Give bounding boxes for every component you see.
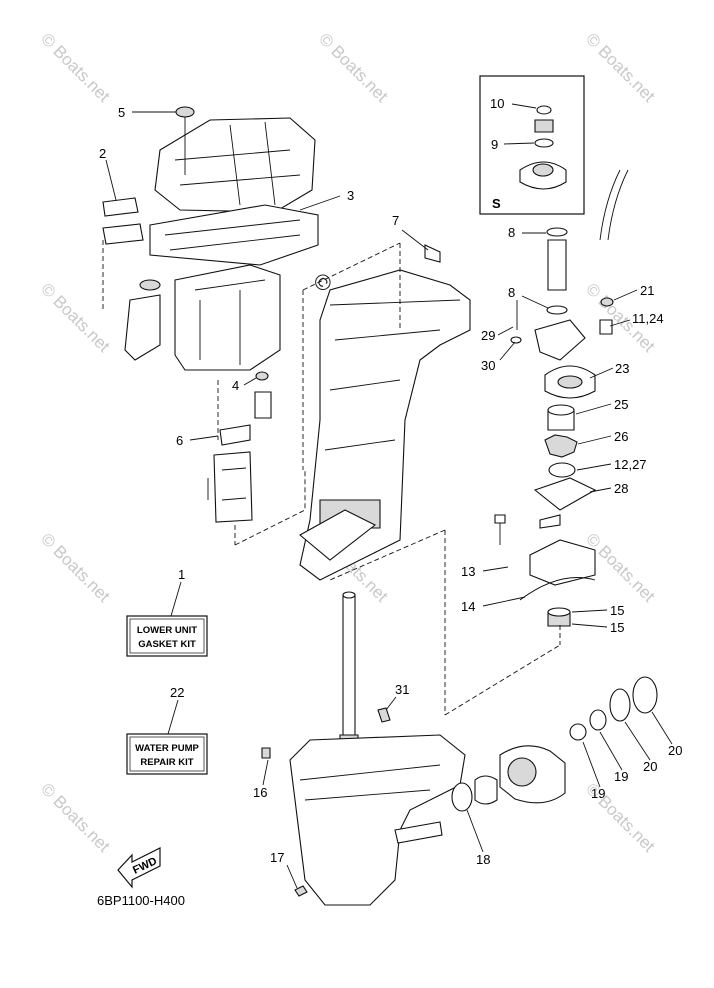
kit-1-line-2: GASKET KIT	[138, 639, 196, 650]
inset-label: S	[492, 196, 501, 211]
leader-lines	[105, 103, 673, 889]
drive-shaft-housing	[299, 242, 471, 581]
callout-label: 17	[270, 850, 284, 865]
callout-label: 6	[176, 433, 183, 448]
callout-label: 29	[481, 328, 495, 343]
watermark: © Boats.net	[315, 29, 392, 106]
callout-label: 28	[614, 481, 628, 496]
drive-shaft	[339, 591, 359, 748]
callout-label: 21	[640, 283, 654, 298]
callout-label: 25	[614, 397, 628, 412]
callout-label: 18	[476, 852, 490, 867]
watermark: © Boats.net	[37, 779, 114, 856]
callout-label: 10	[490, 96, 504, 111]
callout-label: 20	[668, 743, 682, 758]
callout-label: 22	[170, 685, 184, 700]
kit-1-line-1: LOWER UNIT	[137, 625, 197, 636]
fwd-arrow-icon: FWD	[117, 847, 161, 889]
callout-label: 19	[614, 769, 628, 784]
callout-label: 20	[643, 759, 657, 774]
callout-label: 16	[253, 785, 267, 800]
kit-22-line-1: WATER PUMP	[135, 743, 199, 754]
watermark: © Boats.net	[37, 529, 114, 606]
callout-label: 8	[508, 225, 515, 240]
callout-label: 1	[178, 567, 185, 582]
watermark: © Boats.net	[582, 29, 659, 106]
callout-label: 14	[461, 599, 475, 614]
callout-label: 30	[481, 358, 495, 373]
callout-label: 3	[347, 188, 354, 203]
callout-label: 26	[614, 429, 628, 444]
callout-label: 12,27	[614, 457, 647, 472]
callout-label: 2	[99, 146, 106, 161]
callout-label: 7	[392, 213, 399, 228]
water-pump-parts	[329, 169, 629, 716]
callout-label: 13	[461, 564, 475, 579]
watermark: © Boats.net	[37, 29, 114, 106]
callout-label: 31	[395, 682, 409, 697]
lower-unit	[261, 676, 658, 906]
upper-casing	[102, 106, 319, 546]
callout-label: 19	[591, 786, 605, 801]
callout-label: 8	[508, 285, 515, 300]
inset-box: S	[479, 75, 585, 215]
kit-22-line-2: REPAIR KIT	[140, 757, 193, 768]
callout-label: 9	[491, 137, 498, 152]
callout-label: 5	[118, 105, 125, 120]
callouts: 5 2 3 7 10 9 8 8 21 29 30 11,24 4 23 25 …	[99, 96, 682, 867]
callout-label: 4	[232, 378, 239, 393]
kit-box-1: LOWER UNIT GASKET KIT 1	[126, 567, 208, 657]
kit-box-22: WATER PUMP REPAIR KIT 22	[126, 685, 208, 775]
diagram-code: 6BP1100-H400	[97, 893, 185, 908]
watermark: © Boats.net	[37, 279, 114, 356]
callout-label: 11,24	[632, 311, 664, 326]
callout-label: 15	[610, 620, 624, 635]
callout-label: 15	[610, 603, 624, 618]
callout-label: 23	[615, 361, 629, 376]
